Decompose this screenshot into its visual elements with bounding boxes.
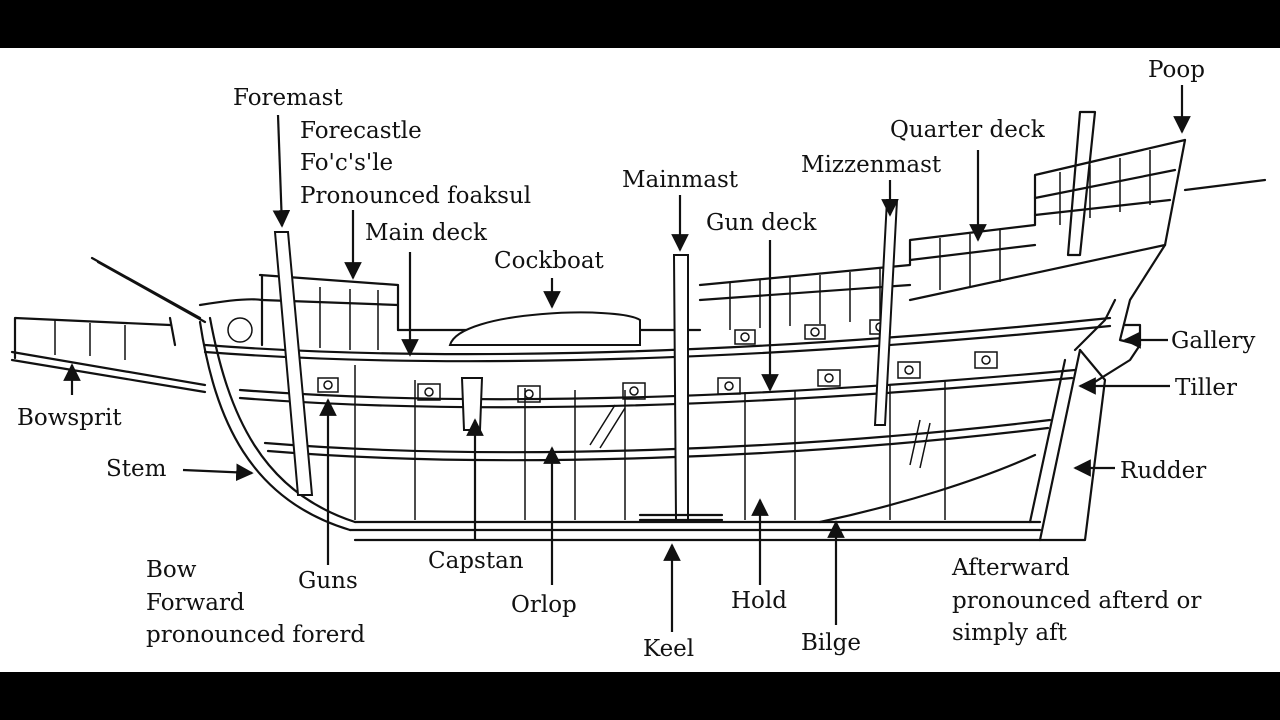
label-cockboat: Cockboat <box>494 248 605 274</box>
label-foremast: Foremast <box>233 85 343 111</box>
label-simply-aft: simply aft <box>952 620 1068 646</box>
label-afterward: Afterward <box>951 555 1070 581</box>
label-main-deck: Main deck <box>365 220 488 246</box>
label-tiller: Tiller <box>1175 375 1237 401</box>
label-forward: Forward <box>146 590 245 616</box>
label-bow: Bow <box>146 557 197 583</box>
label-capstan: Capstan <box>428 548 524 574</box>
label-stem: Stem <box>106 456 167 482</box>
label-quarter-deck: Quarter deck <box>890 117 1046 143</box>
bowsprit-spar <box>10 350 207 394</box>
gun-ports <box>317 319 998 403</box>
labels: Foremast Forecastle Fo'c's'le Pronounced… <box>17 57 1255 662</box>
label-mainmast: Mainmast <box>622 167 739 193</box>
label-arrows <box>63 85 1191 632</box>
label-pronounced-afterd: pronounced afterd or <box>952 588 1201 614</box>
head-rail <box>13 316 177 360</box>
label-mizzenmast: Mizzenmast <box>801 152 942 178</box>
stem-timber <box>198 320 352 532</box>
mainmast-spar <box>672 254 689 521</box>
label-forecastle: Forecastle <box>300 118 422 144</box>
label-pronounced-foaksul: Pronounced foaksul <box>300 183 531 209</box>
label-keel: Keel <box>643 636 694 662</box>
label-gun-deck: Gun deck <box>706 210 818 236</box>
diagram-canvas <box>0 48 1280 672</box>
label-bowsprit: Bowsprit <box>17 405 122 431</box>
label-orlop: Orlop <box>511 592 577 618</box>
orlop-deck-line <box>263 418 1052 454</box>
main-deck-line <box>203 316 1112 356</box>
letterbox-top <box>0 0 1280 48</box>
mizzenmast-spar <box>873 199 899 426</box>
label-pronounced-forerd: pronounced forerd <box>146 622 365 648</box>
label-bilge: Bilge <box>801 630 861 656</box>
gun-deck-line <box>238 368 1077 401</box>
cockboat-shape <box>448 311 641 346</box>
label-focsle: Fo'c's'le <box>300 150 393 176</box>
label-gallery: Gallery <box>1171 328 1255 354</box>
keel-timber <box>348 520 1042 542</box>
stern-gallery <box>1073 243 1167 387</box>
stern-post <box>1028 348 1082 542</box>
label-poop: Poop <box>1148 57 1205 83</box>
letterbox-bottom <box>0 672 1280 720</box>
label-rudder: Rudder <box>1120 458 1206 484</box>
ship-hull-drawing <box>10 110 1267 542</box>
label-guns: Guns <box>298 568 358 594</box>
label-hold: Hold <box>731 588 787 614</box>
foremast-spar <box>273 231 314 496</box>
rudder-blade <box>1038 348 1107 542</box>
